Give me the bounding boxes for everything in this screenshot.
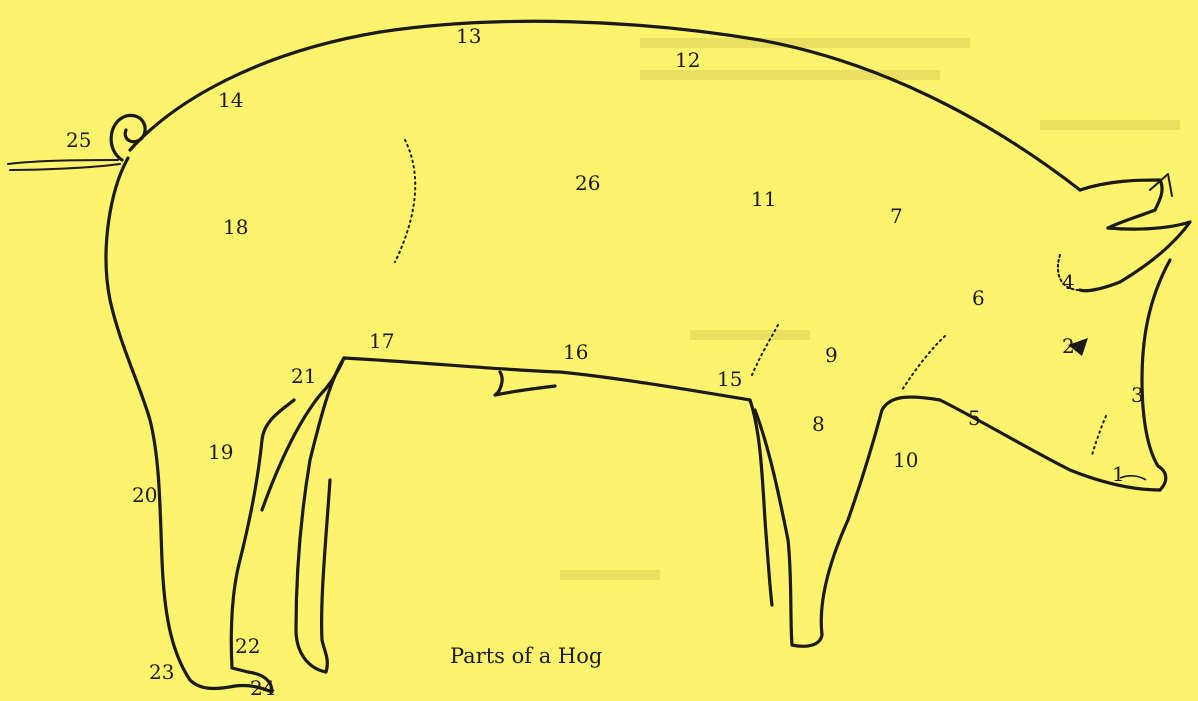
ham-boundary xyxy=(395,140,415,262)
part-label-26: 26 xyxy=(575,171,600,195)
part-label-9: 9 xyxy=(825,343,838,367)
part-label-24: 24 xyxy=(250,676,275,700)
part-label-1: 1 xyxy=(1112,462,1125,486)
part-label-7: 7 xyxy=(890,204,903,228)
part-label-17: 17 xyxy=(369,329,394,353)
part-label-6: 6 xyxy=(972,286,985,310)
part-label-25: 25 xyxy=(66,128,91,152)
part-label-16: 16 xyxy=(563,340,588,364)
part-label-11: 11 xyxy=(751,187,776,211)
ear-right xyxy=(1080,180,1162,228)
snout xyxy=(1142,260,1170,490)
ear-left xyxy=(1080,222,1190,291)
part-label-12: 12 xyxy=(675,48,700,72)
part-label-20: 20 xyxy=(132,483,157,507)
part-label-15: 15 xyxy=(717,367,742,391)
part-label-14: 14 xyxy=(218,88,243,112)
rump-line xyxy=(106,158,190,680)
belly-flap xyxy=(495,372,555,395)
tail-tip xyxy=(8,160,120,170)
fore-leg-front xyxy=(755,397,940,646)
part-label-10: 10 xyxy=(893,448,918,472)
part-label-19: 19 xyxy=(208,440,233,464)
part-label-8: 8 xyxy=(812,412,825,436)
part-label-22: 22 xyxy=(235,634,260,658)
part-label-4: 4 xyxy=(1062,270,1075,294)
part-label-23: 23 xyxy=(149,660,174,684)
bleed-through-text xyxy=(560,38,1180,580)
part-label-3: 3 xyxy=(1131,383,1144,407)
part-label-13: 13 xyxy=(456,24,481,48)
part-label-5: 5 xyxy=(968,406,981,430)
belly-line xyxy=(344,358,750,400)
hog-outline xyxy=(8,21,1190,692)
part-label-18: 18 xyxy=(223,215,248,239)
cheek-boundary xyxy=(1092,416,1106,455)
hind-leg-front xyxy=(296,358,344,672)
part-label-2: 2 xyxy=(1062,334,1075,358)
part-label-21: 21 xyxy=(291,364,316,388)
jowl-boundary xyxy=(902,336,945,390)
diagram-caption: Parts of a Hog xyxy=(450,644,602,668)
